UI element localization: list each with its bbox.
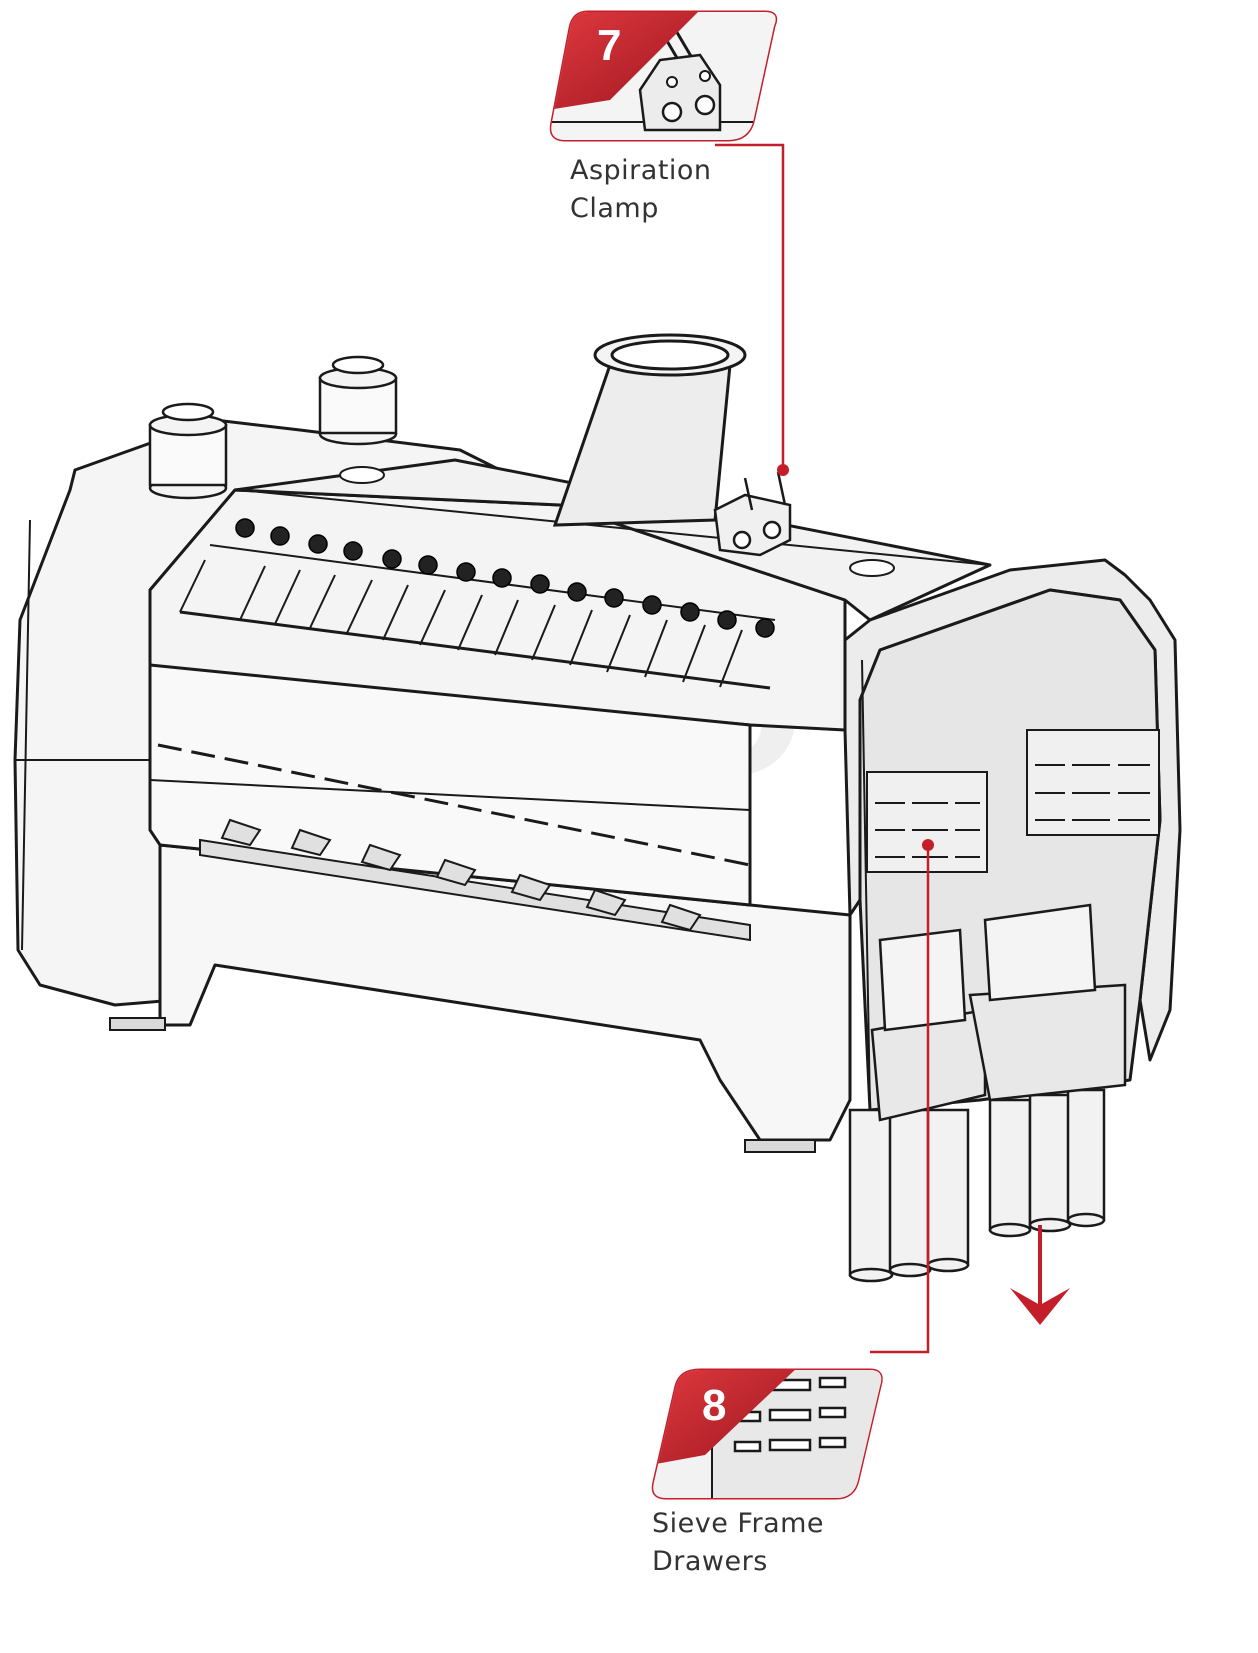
outlet-housings bbox=[870, 903, 1127, 1122]
callout-7-label: Aspiration Clamp bbox=[570, 152, 712, 228]
callout-8-red-tab bbox=[653, 1370, 800, 1465]
callout-7-label-line-1: Aspiration bbox=[570, 155, 712, 186]
callout-7-number: 7 bbox=[597, 21, 621, 70]
callout-7-leader bbox=[715, 143, 785, 470]
callout-8-number: 8 bbox=[702, 1381, 726, 1430]
adjustment-knobs bbox=[235, 518, 775, 638]
callout-8: 8 bbox=[651, 839, 934, 1500]
inspection-windows bbox=[179, 559, 743, 688]
callout-7: 7 bbox=[549, 10, 789, 476]
callout-8-label-line-1: Sieve Frame bbox=[652, 1508, 825, 1539]
sight-glass-left bbox=[148, 402, 228, 500]
callout-7-anchor bbox=[777, 464, 789, 476]
sieve-drawer-panel-right bbox=[1026, 729, 1160, 836]
callout-7-label-line-2: Clamp bbox=[570, 193, 659, 224]
inlet-cone bbox=[552, 333, 747, 527]
sight-glass-right bbox=[318, 355, 398, 446]
callout-8-label: Sieve Frame Drawers bbox=[652, 1505, 824, 1581]
callout-8-label-line-2: Drawers bbox=[652, 1546, 768, 1577]
callout-8-anchor bbox=[922, 839, 934, 851]
callout-7-red-tab bbox=[551, 12, 700, 110]
aspiration-clamp bbox=[713, 471, 792, 557]
down-arrow-icon bbox=[1010, 1225, 1070, 1325]
feet bbox=[109, 1017, 816, 1153]
lower-slats bbox=[199, 818, 751, 942]
top-ports bbox=[339, 466, 895, 577]
callout-8-leader bbox=[870, 845, 930, 1354]
